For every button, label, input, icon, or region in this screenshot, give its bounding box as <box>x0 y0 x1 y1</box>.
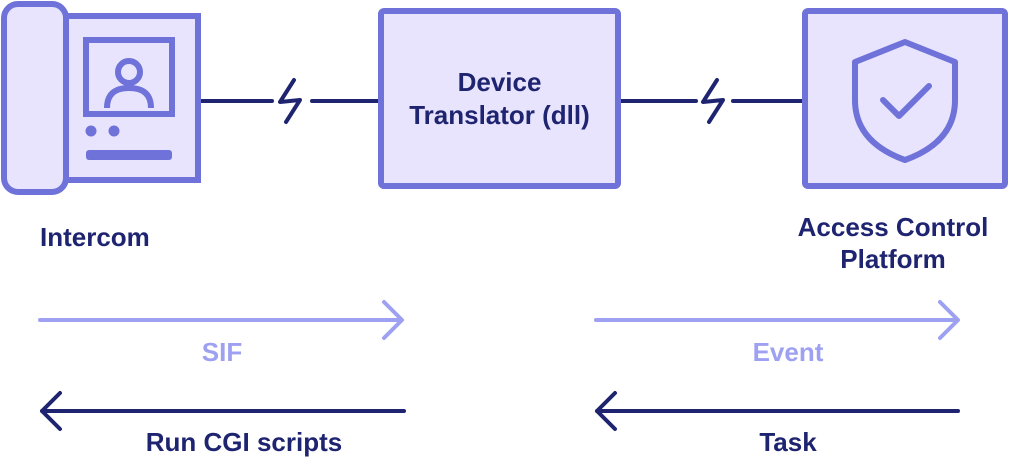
platform-line2: Platform <box>840 244 946 274</box>
arrow-event <box>594 300 960 340</box>
platform-line1: Access Control <box>797 212 989 242</box>
sif-label: SIF <box>201 337 243 367</box>
intercom-icon <box>1 1 201 195</box>
arrow-task <box>595 391 960 431</box>
intercom-label: Intercom <box>40 222 150 252</box>
connector-translator-platform <box>619 78 804 124</box>
device-translator-box <box>378 8 621 189</box>
device-translator-label: Device Translator (dll) <box>378 8 621 189</box>
arrow-run-cgi <box>40 391 406 431</box>
access-control-platform-label: Access Control Platform <box>770 211 1016 275</box>
connector-intercom-translator <box>196 78 380 124</box>
wireless-lightning-icon <box>278 78 302 124</box>
wireless-lightning-icon <box>701 78 725 124</box>
arrow-sif <box>38 300 404 340</box>
access-control-platform-icon <box>802 8 1008 189</box>
run-cgi-scripts-label: Run CGI scripts <box>145 427 343 457</box>
device-translator-line1: Device <box>457 66 542 97</box>
event-label: Event <box>752 337 824 367</box>
checkmark-icon <box>880 83 932 119</box>
shield-icon <box>852 39 958 163</box>
device-translator-line2: Translator (dll) <box>409 99 590 130</box>
task-label: Task <box>759 427 817 457</box>
